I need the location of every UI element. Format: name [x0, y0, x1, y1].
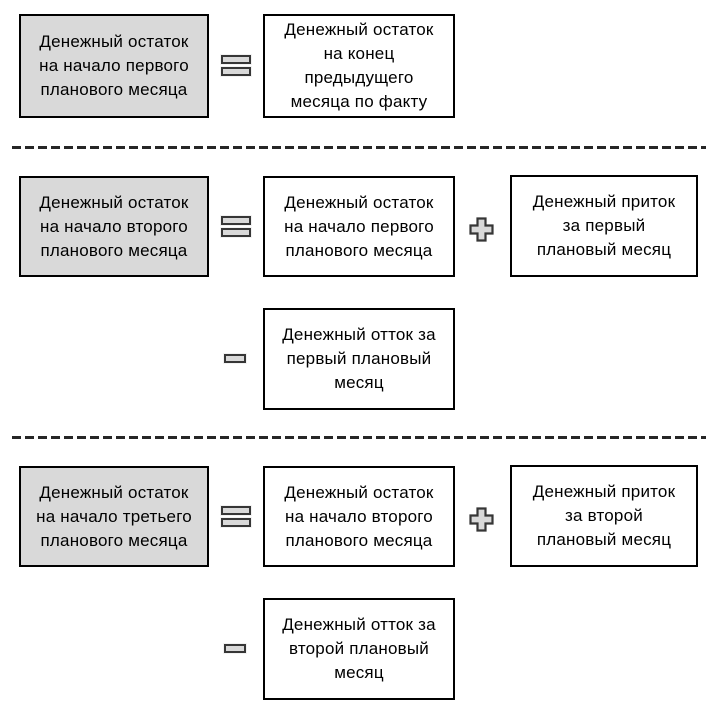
- divider-dashed-line-1: [12, 146, 706, 149]
- box-outflow-month2: Денежный отток за второй плановый месяц: [263, 598, 455, 700]
- box-balance-start-month3: Денежный остаток на начало третьего план…: [19, 466, 209, 567]
- box-balance-start-month1-rhs: Денежный остаток на начало первого плано…: [263, 176, 455, 277]
- plus-icon: [469, 507, 494, 532]
- box-balance-start-month1: Денежный остаток на начало первого плано…: [19, 14, 209, 118]
- divider-dashed-line-2: [12, 436, 706, 439]
- minus-icon: [224, 354, 246, 363]
- equals-bar-top: [221, 216, 251, 225]
- minus-bar: [224, 644, 246, 653]
- box-balance-end-prev-month-fact: Денежный остаток на конец предыдущего ме…: [263, 14, 455, 118]
- plus-glyph: [469, 507, 494, 532]
- equals-bar-bottom: [221, 228, 251, 237]
- equals-icon: [221, 55, 251, 76]
- equals-icon: [221, 216, 251, 237]
- minus-icon: [224, 644, 246, 653]
- plus-icon: [469, 217, 494, 242]
- equals-bar-bottom: [221, 518, 251, 527]
- equals-icon: [221, 506, 251, 527]
- plus-glyph: [469, 217, 494, 242]
- equals-bar-bottom: [221, 67, 251, 76]
- box-outflow-month1: Денежный отток за первый плановый месяц: [263, 308, 455, 410]
- box-inflow-month1: Денежный приток за первый плановый месяц: [510, 175, 698, 277]
- equals-bar-top: [221, 506, 251, 515]
- minus-bar: [224, 354, 246, 363]
- box-balance-start-month2: Денежный остаток на начало второго плано…: [19, 176, 209, 277]
- box-balance-start-month2-rhs: Денежный остаток на начало второго плано…: [263, 466, 455, 567]
- box-inflow-month2: Денежный приток за второй плановый месяц: [510, 465, 698, 567]
- equals-bar-top: [221, 55, 251, 64]
